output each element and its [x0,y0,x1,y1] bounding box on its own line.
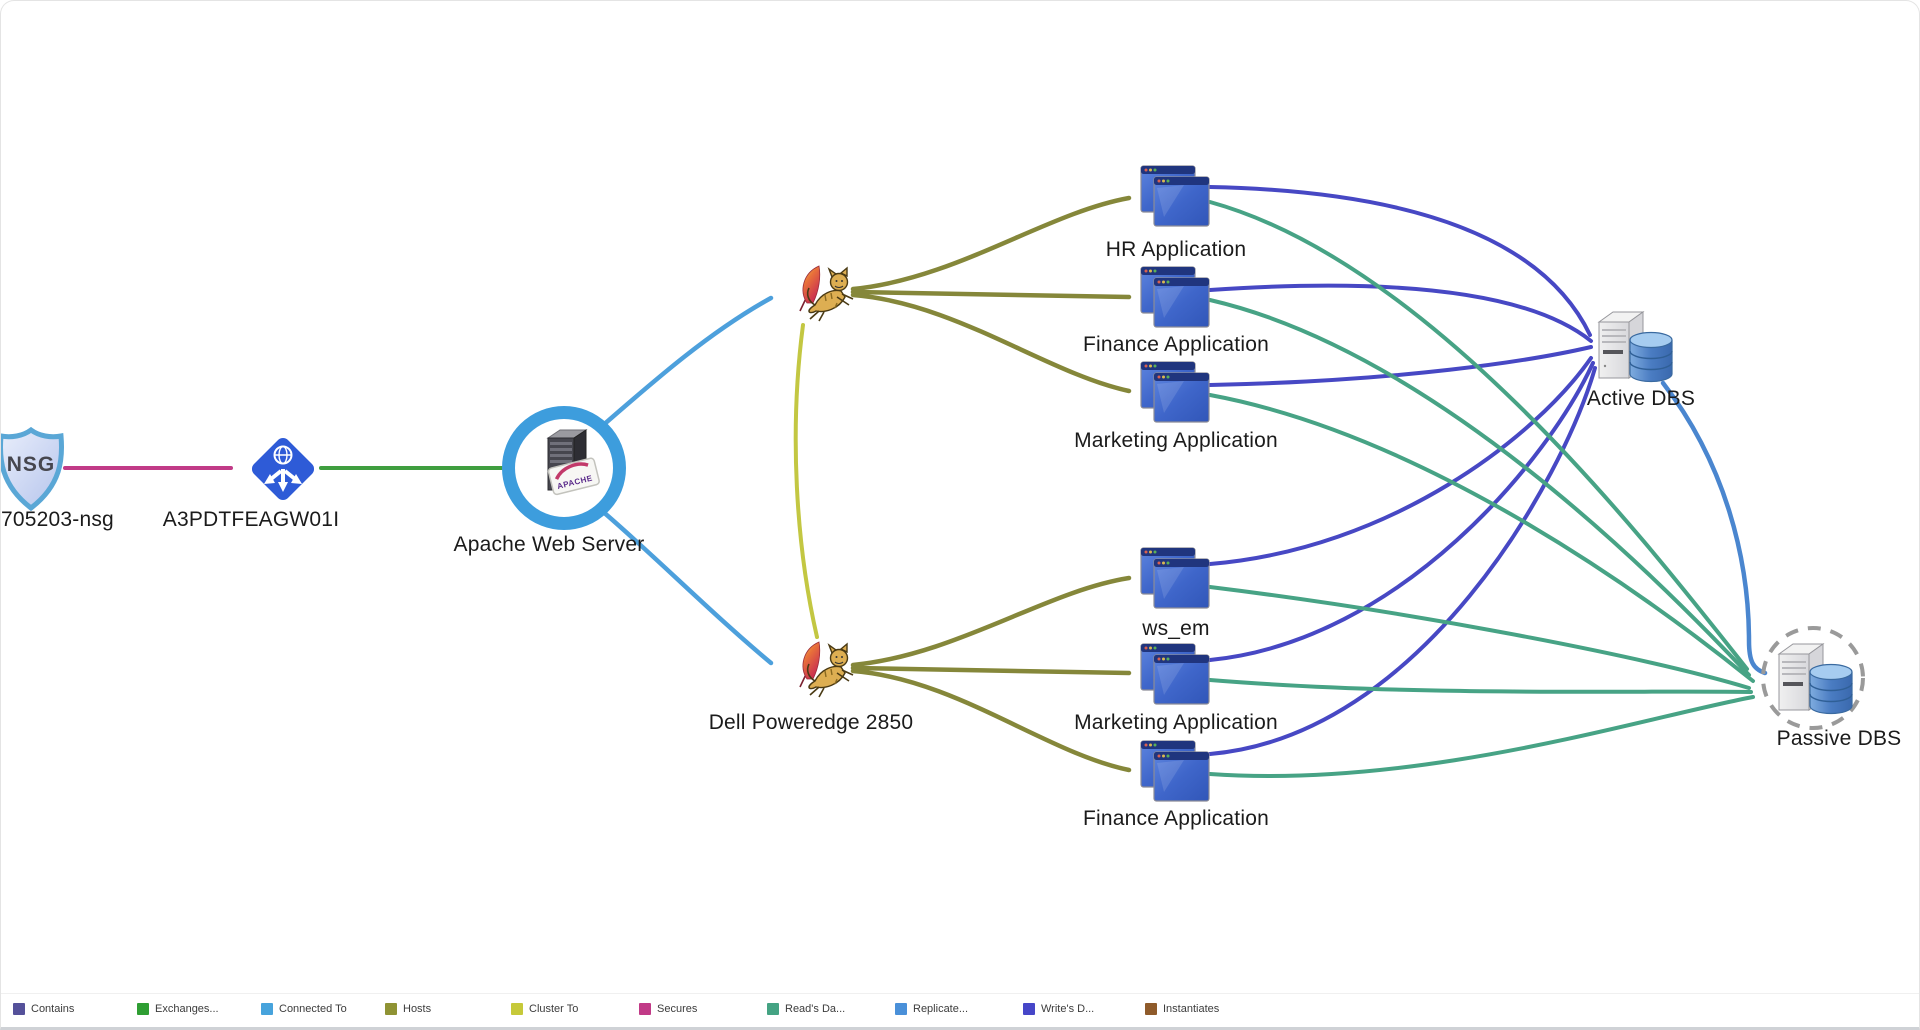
edge-reads-wsem-passivedbs [1208,585,1751,690]
gateway-label: A3PDTFEAGW01I [162,508,340,531]
legend-swatch [261,1003,273,1015]
app-finance-top-label: Finance Application [1083,333,1269,356]
application-icon [1140,165,1210,227]
edge-writes-marketing1-activedbs [1208,345,1593,387]
legend-swatch [1023,1003,1035,1015]
edge-writes-finance1-activedbs [1208,283,1593,343]
legend-item-cluster-to[interactable]: Cluster To [511,1003,578,1015]
edge-reads-finance2-passivedbs [1208,695,1755,779]
edge-hosts-tomcat1-finance [850,289,1132,300]
edge-reads-marketing2-passivedbs [1208,678,1753,694]
legend-swatch [1145,1003,1157,1015]
apache-label: Apache Web Server [453,533,645,556]
node-active-dbs[interactable] [1591,308,1679,388]
legend-swatch [639,1003,651,1015]
edge-hosts-tomcat2-finance [850,668,1132,773]
application-icon [1140,547,1210,609]
node-app-finance-top[interactable] [1140,266,1210,333]
node-tomcat-bottom[interactable] [791,639,857,699]
edge-connected-apache-tomcat-top [598,295,774,430]
application-icon [1140,740,1210,802]
node-app-marketing-bottom[interactable] [1140,643,1210,710]
application-icon [1140,266,1210,328]
legend-swatch [13,1003,25,1015]
legend-item-hosts[interactable]: Hosts [385,1003,431,1015]
legend-item-instantiates[interactable]: Instantiates [1145,1003,1219,1015]
legend-label: Hosts [403,1003,432,1015]
node-nsg[interactable] [1,426,65,512]
edge-reads-hr-passivedbs [1208,200,1749,671]
nsg-shield-icon [1,426,65,512]
node-app-ws-em[interactable] [1140,547,1210,614]
node-gateway[interactable] [246,432,320,506]
edge-cluster-tomcats [793,323,819,639]
edge-hosts-tomcat1-hr [850,195,1132,292]
apache-server-icon: APACHE [546,429,600,496]
app-marketing-top-label: Marketing Application [1074,429,1278,452]
legend-swatch [137,1003,149,1015]
app-ws-em-label: ws_em [1142,617,1210,640]
legend-item-secures[interactable]: Secures [639,1003,697,1015]
legend-item-writes-data[interactable]: Write's D... [1023,1003,1094,1015]
edge-writes-wsem-activedbs [1208,356,1593,566]
node-app-marketing-top[interactable] [1140,361,1210,428]
node-app-hr[interactable] [1140,165,1210,232]
legend-label: Connected To [279,1003,347,1015]
application-icon [1140,361,1210,423]
tomcat-bottom-label: Dell Poweredge 2850 [708,711,914,734]
legend-item-reads-data[interactable]: Read's Da... [767,1003,845,1015]
database-server-icon [1597,311,1673,383]
legend-label: Exchanges... [155,1003,219,1015]
legend-swatch [385,1003,397,1015]
application-icon [1140,643,1210,705]
node-passive-dbs[interactable] [1759,624,1867,732]
legend-label: Secures [657,1003,698,1015]
legend-label: Write's D... [1041,1003,1095,1015]
gateway-icon [251,437,315,501]
legend-swatch [511,1003,523,1015]
nsg-label: 705203-nsg [1,508,114,531]
app-finance-bottom-label: Finance Application [1083,807,1269,830]
edge-hosts-tomcat1-marketing [850,292,1132,394]
legend-item-connected-to[interactable]: Connected To [261,1003,347,1015]
edge-writes-hr-activedbs [1208,185,1592,337]
tomcat-icon [799,641,854,698]
legend-label: Read's Da... [785,1003,846,1015]
node-app-finance-bottom[interactable] [1140,740,1210,807]
edge-hosts-tomcat2-marketing [850,665,1132,676]
app-marketing-bottom-label: Marketing Application [1074,711,1278,734]
legend-swatch [895,1003,907,1015]
legend-swatch [767,1003,779,1015]
legend-label: Contains [31,1003,75,1015]
edge-reads-marketing1-passivedbs [1208,393,1755,683]
edge-writes-marketing2-activedbs [1208,361,1595,662]
legend-item-exchanges[interactable]: Exchanges... [137,1003,219,1015]
legend-item-contains[interactable]: Contains [13,1003,74,1015]
active-dbs-label: Active DBS [1586,387,1696,410]
legend-label: Replicate... [913,1003,969,1015]
legend-label: Cluster To [529,1003,579,1015]
edge-writes-finance2-activedbs [1208,366,1597,756]
node-tomcat-top[interactable] [791,263,857,323]
edge-reads-finance1-passivedbs [1208,298,1751,677]
passive-dbs-label: Passive DBS [1776,727,1902,750]
app-hr-label: HR Application [1105,238,1247,261]
legend-label: Instantiates [1163,1003,1220,1015]
legend-item-replicates[interactable]: Replicate... [895,1003,968,1015]
edge-replicate-activedbs-passivedbs [1660,380,1768,676]
edge-connected-apache-tomcat-bottom [598,507,774,666]
edge-hosts-tomcat2-wsem [850,575,1132,668]
node-apache-web-server[interactable]: APACHE [502,406,626,530]
database-server-passive-icon [1761,626,1865,730]
tomcat-icon [799,265,854,322]
legend-bar: Contains Exchanges... Connected To Hosts… [1,993,1919,1027]
nsg-badge: NSG [6,453,56,476]
